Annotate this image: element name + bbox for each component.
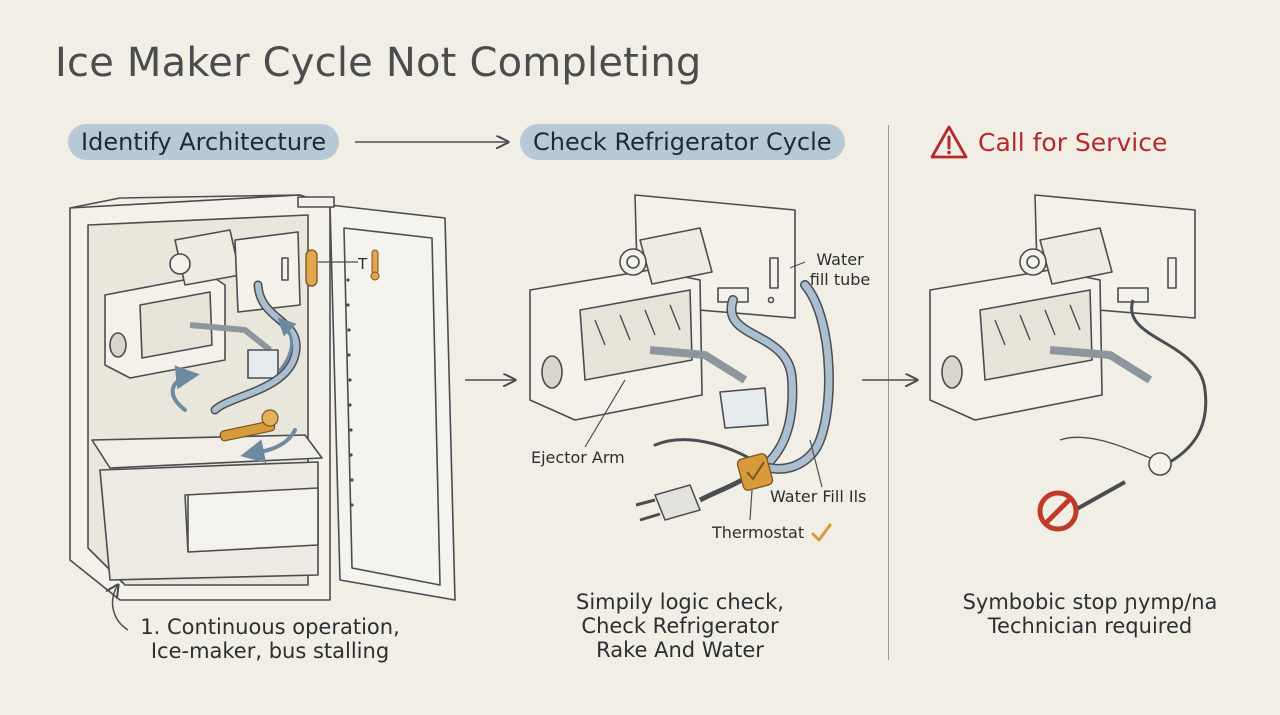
icemaker-detail-panel2 bbox=[529, 194, 796, 429]
water-fill-tube-label: Water fill tube bbox=[809, 250, 871, 289]
ejector-arm-label: Ejector Arm bbox=[531, 448, 625, 467]
caption-step3: Symbobic stop ɲymp/na Technician require… bbox=[962, 590, 1218, 638]
leader-lines bbox=[584, 261, 823, 521]
plug-icon bbox=[635, 475, 747, 522]
thermostat-label: Thermostat bbox=[712, 523, 805, 542]
caption-step1: 1. Continuous operation, Ice-maker, bus … bbox=[140, 615, 400, 663]
step-call-for-service: Call for Service bbox=[930, 122, 1167, 162]
warning-icon bbox=[930, 125, 968, 159]
water-fill-label: Water Fill Ils bbox=[770, 487, 867, 506]
valve-panel1 bbox=[219, 409, 279, 442]
thermo-label: T bbox=[358, 255, 368, 273]
water-tube-panel1 bbox=[170, 280, 301, 464]
refrigerator-illustration bbox=[69, 194, 456, 601]
thermometer-icon bbox=[305, 249, 380, 287]
icemaker-detail-panel3 bbox=[929, 194, 1208, 512]
step-check-refrigerator-cycle: Check Refrigerator Cycle bbox=[520, 124, 845, 160]
page-title: Ice Maker Cycle Not Completing bbox=[55, 40, 702, 86]
thermostat-sensor bbox=[736, 453, 774, 491]
stop-icon bbox=[1037, 490, 1079, 532]
section-divider bbox=[888, 125, 889, 660]
thermostat-label-group: Thermostat bbox=[712, 522, 832, 544]
step-identify-architecture: Identify Architecture bbox=[68, 124, 340, 160]
caption-step2: Simpily logic check, Check Refrigerator … bbox=[576, 590, 784, 662]
check-icon bbox=[811, 523, 832, 542]
call-for-service-label: Call for Service bbox=[978, 127, 1168, 157]
